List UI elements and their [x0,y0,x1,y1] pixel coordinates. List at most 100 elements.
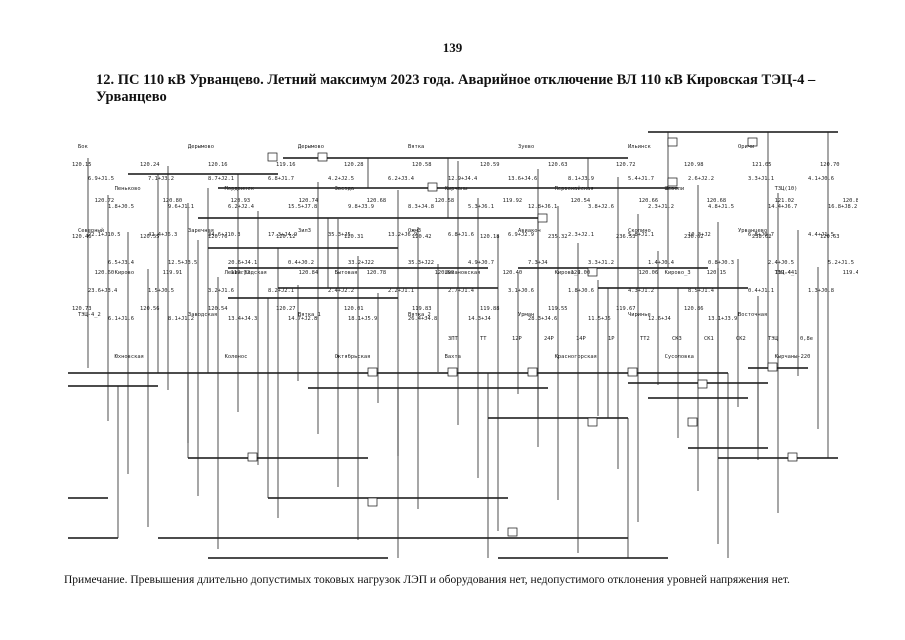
voltage-label: 120.81 [843,198,858,204]
equipment-box [627,367,638,377]
substation-label: Зил3 [298,228,311,234]
voltage-label: 120.76 [208,234,227,240]
voltage-label: 121.02 [775,198,794,204]
substation-label: Скопино [628,228,651,234]
voltage-label: 120.31 [344,234,363,240]
equipment-box [767,362,778,372]
power-flow-label: 6.8+J1.6 [448,232,474,238]
power-flow-label: 12.6+J4 [648,316,671,322]
equipment-box [787,452,798,462]
voltage-label: 120.63 [820,234,839,240]
voltage-label: 120.54 [571,198,590,204]
substation-label: Коленос [225,354,248,360]
substation-label: Зуево [518,144,534,150]
equipment-box [587,417,598,427]
equipment-box [687,417,698,427]
power-flow-label: 7.3+J4 [528,260,547,266]
substation-label: Кирово_2 [555,270,581,276]
voltage-label: 120.93 [231,198,250,204]
power-flow-label: 13.1+J3.9 [708,316,737,322]
power-flow-label: 8.5+J1.4 [688,288,714,294]
voltage-label: 120.42 [412,234,431,240]
power-flow-label: 8.1+J1.2 [168,316,194,322]
power-flow-label: 4.1+J0.6 [808,176,834,182]
power-flow-label: 3.3+J1.1 [748,176,774,182]
voltage-label: 120.28 [344,162,363,168]
power-flow-label: 0.4+J0.2 [288,260,314,266]
substation-label: Сусоловка [665,354,694,360]
power-flow-label: 2.3+J2.1 [568,232,594,238]
substation-label: Кирово [115,270,134,276]
equipment-label: 14Р [576,336,586,342]
substation-label: Красногорская [555,354,597,360]
voltage-label: 120.24 [140,162,159,168]
voltage-label: 236.53 [616,234,635,240]
power-flow-label: 28.3+J4.6 [528,316,557,322]
power-flow-label: 34.6+J10.3 [208,232,240,238]
power-flow-label: 13.6+J4.6 [508,176,537,182]
voltage-label: 119.91 [163,270,182,276]
power-flow-label: 2.2+J1.1 [388,288,414,294]
voltage-label: 120.01 [344,306,363,312]
voltage-label: 120.15 [707,270,726,276]
diagram-buses [68,131,838,559]
voltage-label: 120.27 [276,306,295,312]
substation-label: Урванцево [738,228,767,234]
voltage-label: 120.40 [503,270,522,276]
voltage-label: 238.02 [752,234,771,240]
substation-label: Ожм3 [408,228,421,234]
power-flow-label: 35.3+J22 [408,260,434,266]
equipment-label: 24Р [544,336,554,342]
voltage-label: 120.55 [140,234,159,240]
substation-label: Кирово_3 [665,270,691,276]
substation-label: Октябрьская [335,353,371,360]
power-flow-label: 0.4+J1.1 [748,288,774,294]
power-flow-label: 5.8+J1.1 [628,232,654,238]
voltage-label: 235.32 [548,234,567,240]
equipment-box [267,152,278,162]
power-flow-label: 2.4+J0.5 [768,260,794,266]
substation-label: Оричи [738,144,754,150]
power-flow-label: 13.2+J6.9 [388,232,417,238]
voltage-label: 120.58 [435,198,454,204]
power-flow-label: 42.4+J6.3 [148,232,177,238]
substation-label: Бытовая [335,270,358,276]
voltage-label: 120.86 [684,306,703,312]
power-flow-label: 8.7+J2.1 [208,176,234,182]
power-flow-label: 6.2+J2.4 [228,204,254,210]
substation-label: Кырчаны-220 [775,354,811,360]
equipment-box [367,367,378,377]
substation-label: Урман [518,312,534,318]
power-flow-label: 6.1+J1.6 [108,316,134,322]
voltage-label: 120.84 [299,270,318,276]
voltage-label: 121.05 [752,162,771,168]
power-flow-label: 4.8+J1.5 [708,204,734,210]
equipment-box [537,213,548,223]
voltage-label: 119.72 [231,270,250,276]
equipment-box [317,152,328,162]
page-title: 12. ПС 110 кВ Урванцево. Летний максимум… [96,72,816,105]
equipment-box [427,182,438,192]
equipment-label: СКЗ [672,336,682,342]
voltage-label: 119.83 [412,306,431,312]
equipment-label: ТТ [480,336,487,342]
equipment-box [507,527,518,537]
substation-label: ТЭЦ-4_2 [78,312,101,318]
voltage-label: 120.16 [208,162,227,168]
substation-label: Т3Ц(10) [775,186,798,192]
power-flow-label: 1.4+J0.4 [648,260,674,266]
equipment-box [587,267,598,277]
substation-label: Ленинградская [225,270,267,276]
voltage-label: 120.15 [72,162,91,168]
equipment-box [667,177,678,187]
power-flow-label: 5.3+J6.1 [468,204,494,210]
power-flow-label: 1.5+J0.5 [148,288,174,294]
voltage-label: 120.98 [684,162,703,168]
power-flow-label: 13.4+J4.3 [228,316,257,322]
equipment-label: 0,8е [800,336,813,342]
power-flow-label: 1.8+J0.6 [568,288,594,294]
power-flow-label: 6.9+J2.9 [508,232,534,238]
voltage-label: 120.59 [480,162,499,168]
